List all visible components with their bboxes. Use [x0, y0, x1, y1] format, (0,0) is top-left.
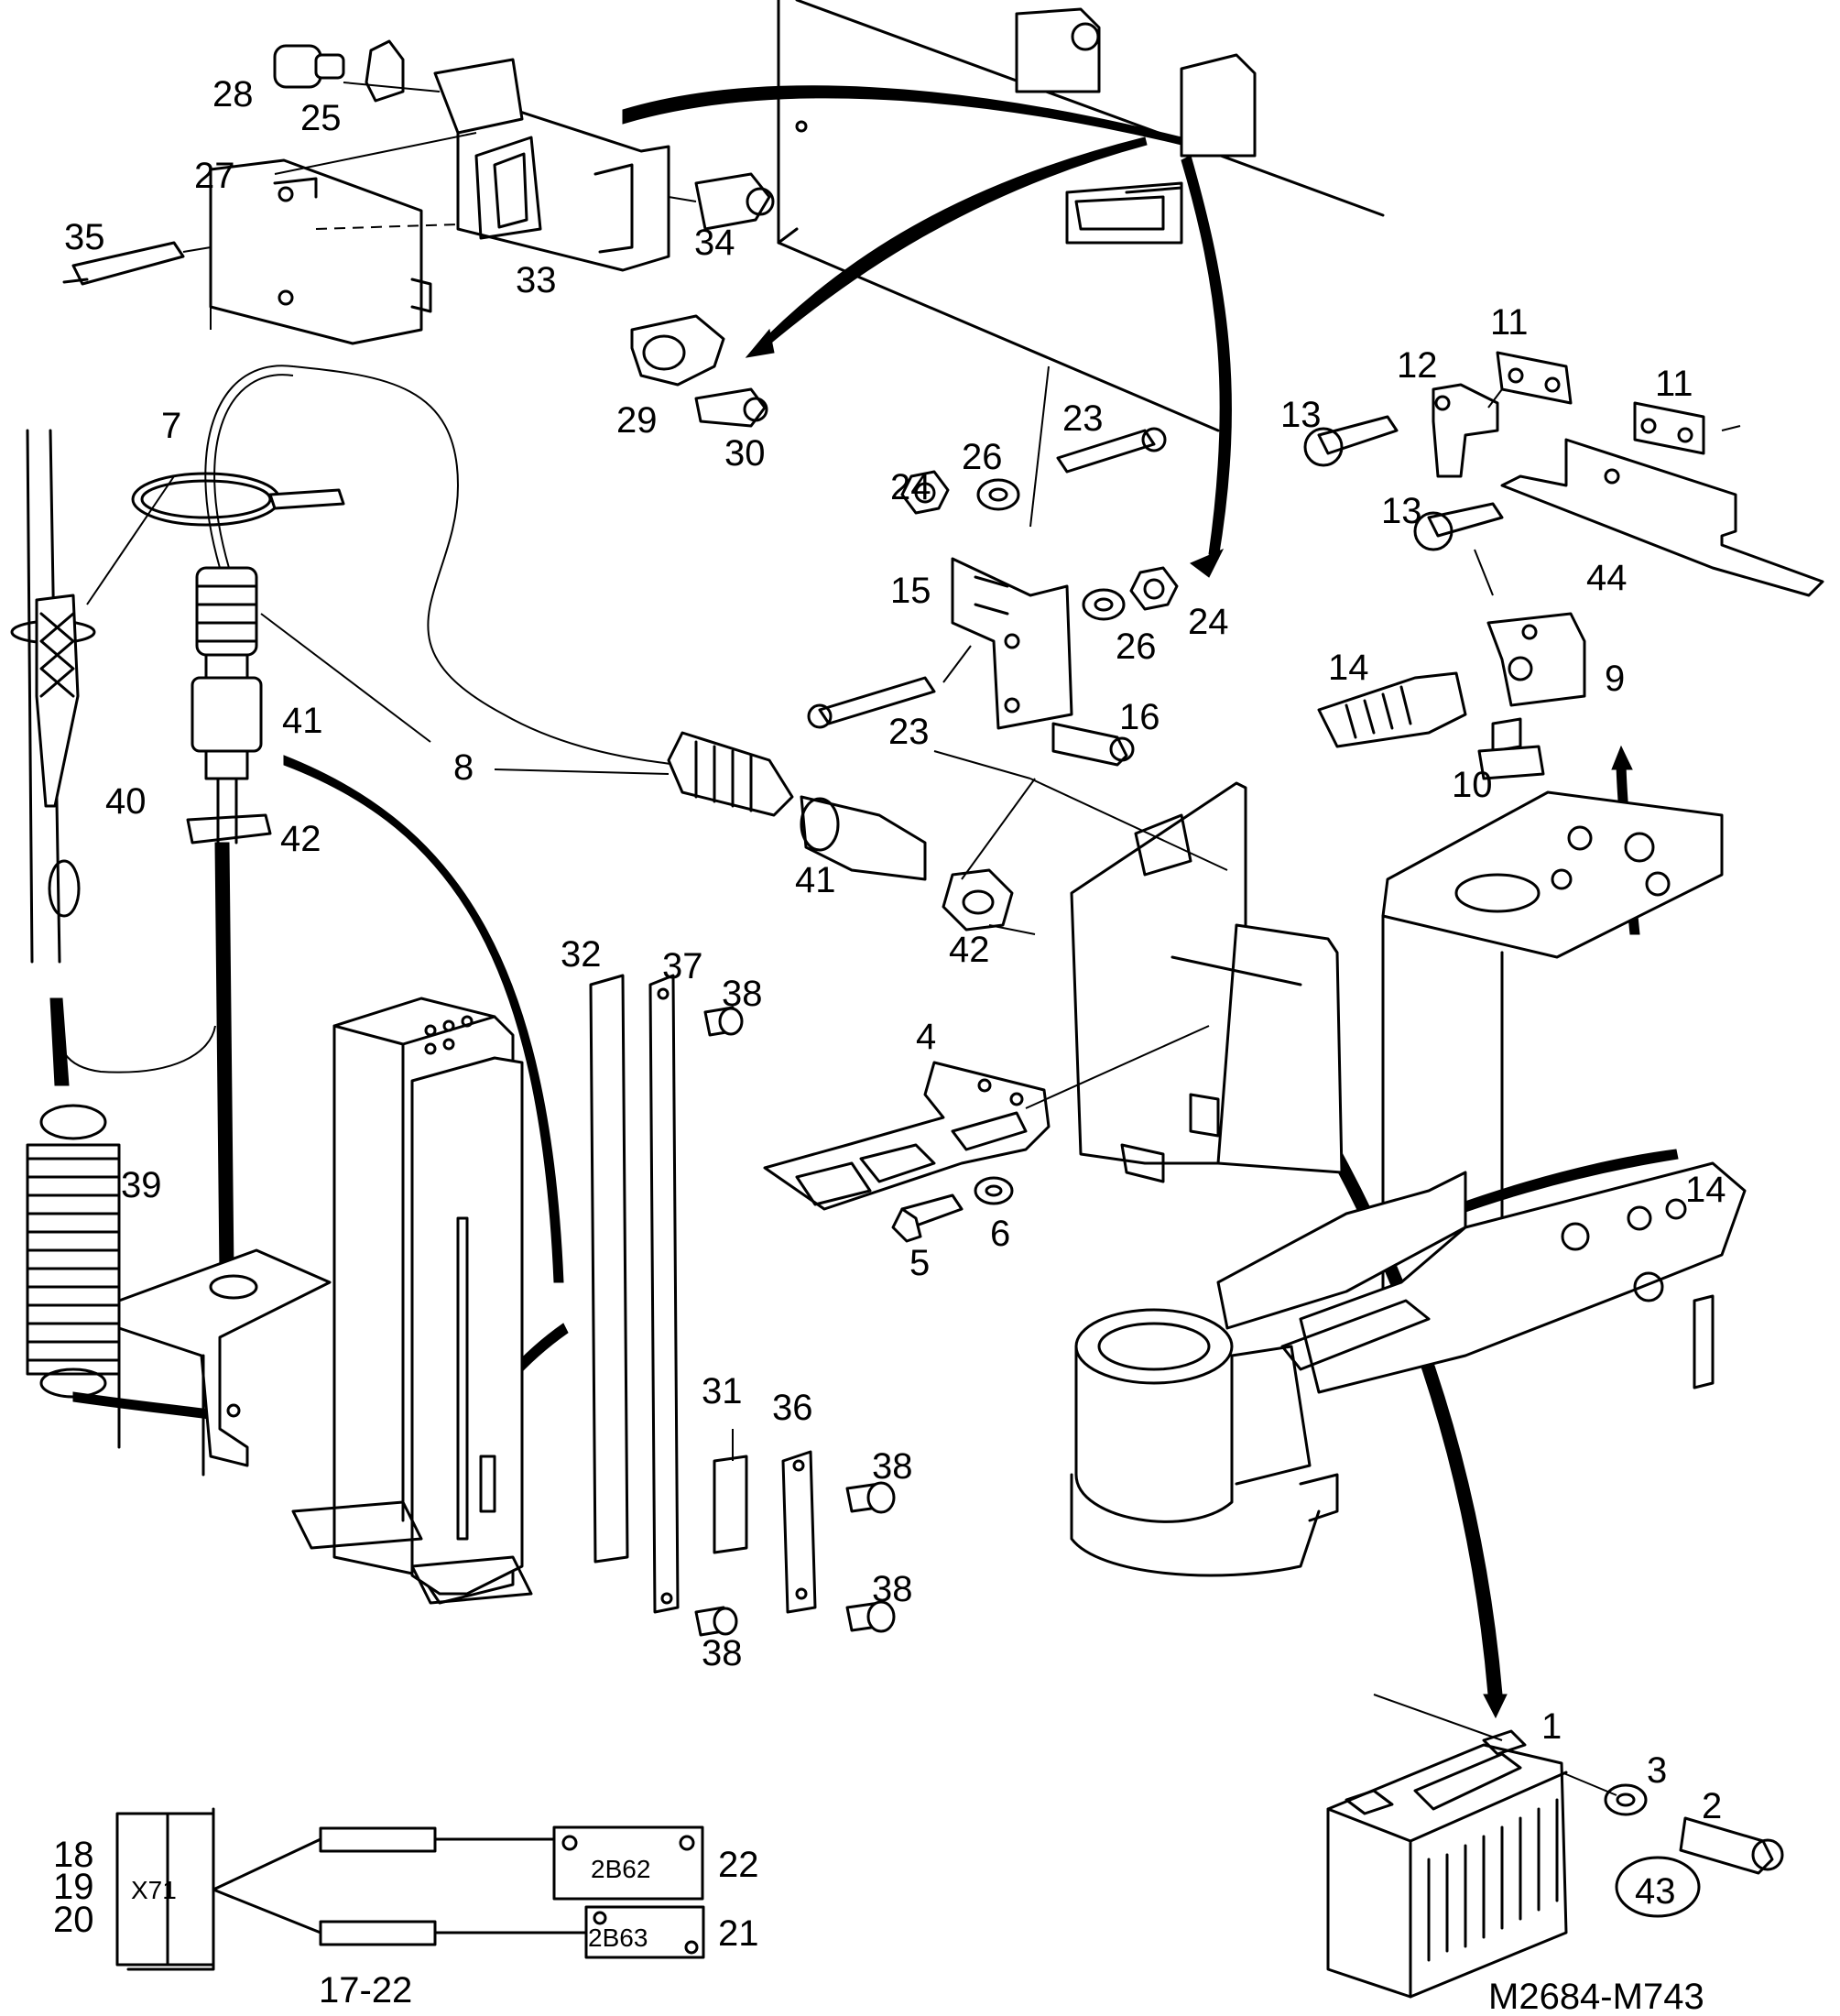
bracket-15 [807, 365, 1179, 767]
cable-tie-and-spring [10, 429, 345, 1399]
callout-28: 28 [212, 74, 254, 114]
callout-5: 5 [909, 1243, 930, 1283]
callout-30: 30 [724, 433, 766, 474]
column-assembly [291, 997, 533, 1605]
cable-gland-middle [667, 731, 1014, 932]
cable-range-label: 17-22 [319, 1970, 412, 2011]
callout-13b: 13 [1381, 491, 1422, 531]
terminal-item-19: 19 [53, 1867, 94, 1907]
callout-16: 16 [1119, 697, 1160, 737]
terminal-label: X71 [131, 1876, 177, 1904]
callout-41a: 41 [282, 701, 323, 741]
parts-9-10-14 [1317, 612, 1586, 780]
callout-36: 36 [772, 1388, 813, 1428]
callout-33: 33 [516, 260, 557, 300]
callout-44: 44 [1586, 558, 1628, 598]
callout-26b: 26 [1116, 627, 1157, 667]
machine-base-frame [1070, 781, 1747, 1577]
drawing-id: M2684-M743 [1488, 1977, 1704, 2016]
sensor-upper-label: 2B62 [591, 1855, 650, 1883]
callout-38d: 38 [702, 1633, 743, 1673]
callout-13a: 13 [1280, 395, 1322, 435]
callout-27: 27 [194, 156, 235, 196]
callout-9: 9 [1605, 659, 1625, 699]
callout-10: 10 [1452, 765, 1493, 805]
callout-1: 1 [1541, 1706, 1562, 1747]
callout-35: 35 [64, 217, 105, 257]
callout-39: 39 [121, 1165, 162, 1205]
callout-3: 3 [1647, 1750, 1667, 1791]
callout-11b: 11 [1655, 364, 1693, 404]
callout-23a: 23 [1062, 398, 1104, 439]
plate-4 [763, 1061, 1051, 1243]
callout-42b: 42 [949, 930, 990, 970]
callout-25: 25 [300, 98, 342, 138]
callout-2: 2 [1702, 1786, 1722, 1826]
sensor-upper-item: 22 [718, 1845, 759, 1885]
callout-12: 12 [1397, 345, 1438, 386]
mounting-plate [117, 1248, 332, 1477]
leader-lines [86, 475, 1494, 1461]
wiring-schematic [115, 1807, 705, 1971]
callout-40: 40 [105, 781, 147, 822]
strips-and-screws [589, 974, 896, 1637]
callout-37: 37 [662, 946, 703, 986]
bracket-assembly [62, 39, 775, 345]
callout-38a: 38 [722, 974, 763, 1014]
callout-24a: 24 [890, 467, 931, 507]
controller-module [1326, 1694, 1784, 1999]
callout-14a: 14 [1328, 648, 1369, 688]
callout-31: 31 [702, 1371, 743, 1411]
callout-6: 6 [990, 1214, 1010, 1254]
machine-housing [777, 0, 1385, 432]
callout-43: 43 [1635, 1871, 1676, 1912]
cable-gland-left [186, 566, 272, 845]
reference-arrows [49, 85, 1679, 1719]
callout-29: 29 [616, 400, 658, 441]
callout-11a: 11 [1490, 302, 1529, 343]
callout-26a: 26 [962, 437, 1003, 477]
sensor-lower-label: 2B63 [588, 1923, 648, 1952]
callout-38c: 38 [872, 1569, 913, 1609]
terminal-item-18: 18 [53, 1835, 94, 1875]
terminal-item-20: 20 [53, 1900, 94, 1940]
callout-42a: 42 [280, 819, 321, 859]
callout-4: 4 [916, 1017, 936, 1057]
callout-15: 15 [890, 571, 931, 611]
callout-24b: 24 [1188, 602, 1229, 642]
callout-23b: 23 [888, 712, 930, 752]
cable-loop [59, 365, 679, 1073]
parts-11-12-13-44 [1303, 351, 1824, 597]
callout-38b: 38 [872, 1446, 913, 1487]
callout-8: 8 [453, 747, 474, 788]
callout-34: 34 [694, 223, 735, 263]
part-callouts: 28 25 27 35 33 34 29 30 7 23 26 24 11 12… [53, 74, 1726, 2016]
callout-41b: 41 [795, 860, 836, 900]
callout-7: 7 [161, 406, 181, 446]
callout-32: 32 [561, 934, 602, 975]
callout-14b: 14 [1685, 1170, 1726, 1210]
holder-clip [630, 314, 768, 428]
sensor-lower-item: 21 [718, 1913, 759, 1954]
